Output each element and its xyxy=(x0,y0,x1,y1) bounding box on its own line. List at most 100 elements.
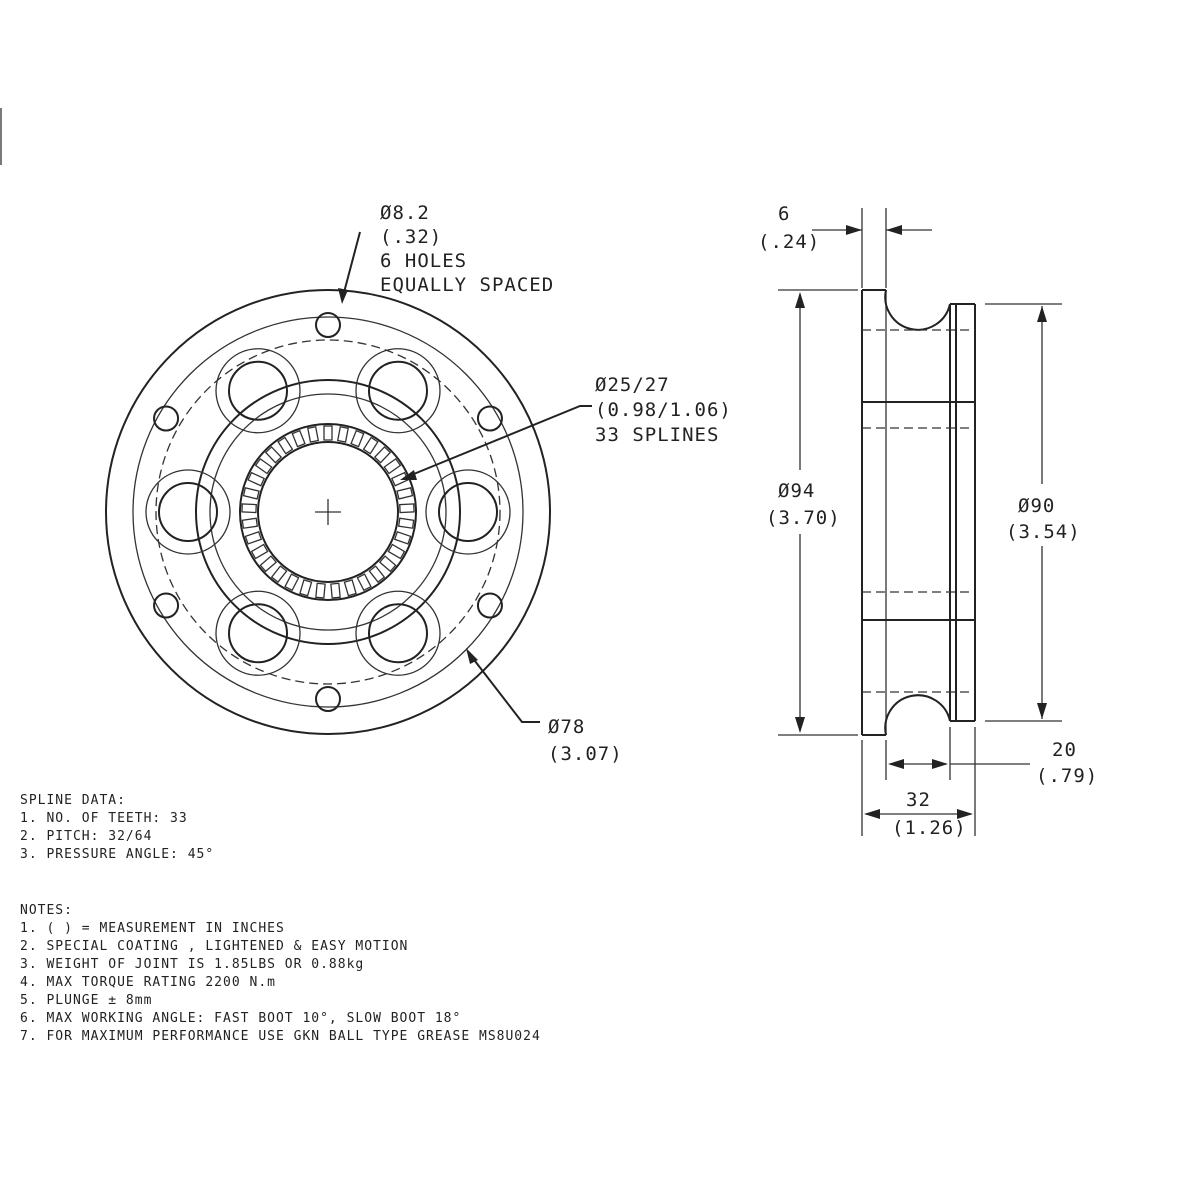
spline-tooth xyxy=(393,530,412,545)
top-groove-arc xyxy=(884,289,951,331)
hole-callout-line-1: Ø8.2 xyxy=(380,202,430,224)
bottom-groove-arc xyxy=(884,694,951,736)
spline-tooth xyxy=(397,517,415,529)
notes-block: NOTES: 1. ( ) = MEASUREMENT IN INCHES 2.… xyxy=(20,903,541,1044)
left-height-value: Ø94 xyxy=(778,480,815,502)
dim-top-arrow-right xyxy=(886,225,902,235)
bolt-hole xyxy=(476,592,503,619)
ball-pocket-outer xyxy=(355,348,441,434)
right-width-inches: (.79) xyxy=(1036,765,1098,787)
hole-leader xyxy=(341,231,361,301)
spline-tooth xyxy=(356,573,372,592)
dim-top-arrow-left xyxy=(846,225,862,235)
right-height-value: Ø90 xyxy=(1018,495,1055,517)
spline-tooth xyxy=(241,503,257,514)
ball-pockets xyxy=(145,348,511,676)
inner-ring-circle xyxy=(209,393,447,631)
spline-tooth xyxy=(378,555,397,573)
left-height-inches: (3.70) xyxy=(766,507,841,529)
bolt-hole xyxy=(153,592,180,619)
dim-bottom-arrow-right xyxy=(957,809,973,819)
spline-tooth xyxy=(250,543,269,560)
spline-tooth xyxy=(330,582,341,599)
bolt-holes xyxy=(153,312,503,712)
spline-outer-circle xyxy=(239,423,417,601)
spline-tooth xyxy=(362,436,379,455)
spline-tooth xyxy=(383,457,402,475)
ball-pocket-outer xyxy=(425,469,511,555)
spline-leader xyxy=(403,405,592,479)
spline-tooth xyxy=(284,573,300,592)
spline-tooth xyxy=(291,429,306,448)
bolt-hole xyxy=(315,312,341,338)
spline-data-item-3: 3. PRESSURE ANGLE: 45° xyxy=(20,847,214,862)
spline-tooth xyxy=(323,425,333,441)
bolt-hole xyxy=(315,686,341,712)
ball-pocket xyxy=(158,482,218,542)
dim-mid-arrow-left xyxy=(888,759,904,769)
spline-tooth xyxy=(241,517,259,529)
right-height-inches: (3.54) xyxy=(1006,521,1081,543)
outer-callout-line-1: Ø78 xyxy=(548,716,585,738)
top-width-value: 6 xyxy=(778,203,790,225)
ball-pocket xyxy=(368,603,428,664)
bolt-hole xyxy=(153,405,180,432)
note-item-7: 7. FOR MAXIMUM PERFORMANCE USE GKN BALL … xyxy=(20,1029,541,1044)
ball-pocket xyxy=(228,603,288,664)
spline-tooth xyxy=(259,555,278,573)
ball-pocket-outer xyxy=(355,590,441,676)
spline-tooth xyxy=(270,565,288,583)
spline-tooth xyxy=(299,579,313,597)
hole-leader-arrow xyxy=(338,288,348,304)
spline-callout-line-2: (0.98/1.06) xyxy=(595,399,732,421)
ball-pocket xyxy=(228,360,288,421)
spline-tooth xyxy=(350,429,365,448)
ball-pocket-outer xyxy=(215,590,301,676)
ball-pocket-outer xyxy=(145,469,231,555)
spline-tooth xyxy=(368,565,386,583)
side-view: 6 (.24) Ø94 (3.70) Ø90 (3.54) 20 (.79) 3… xyxy=(758,203,1098,839)
spline-leader-arrow xyxy=(400,470,417,480)
spline-tooth xyxy=(254,457,273,475)
ball-pocket xyxy=(368,360,428,421)
spline-tooth xyxy=(343,579,357,597)
ball-pocket-outer xyxy=(215,348,301,434)
note-item-1: 1. ( ) = MEASUREMENT IN INCHES xyxy=(20,921,285,936)
bolt-circle xyxy=(132,316,524,708)
spline-teeth xyxy=(241,425,415,599)
dim-mid-arrow-right xyxy=(932,759,948,769)
dim-left-arrow-top xyxy=(795,292,805,308)
note-item-5: 5. PLUNGE ± 8mm xyxy=(20,993,152,1008)
spline-tooth xyxy=(336,426,349,443)
note-item-4: 4. MAX TORQUE RATING 2200 N.m xyxy=(20,975,276,990)
note-item-6: 6. MAX WORKING ANGLE: FAST BOOT 10°, SLO… xyxy=(20,1011,461,1026)
outer-leader-arrow xyxy=(466,648,478,664)
spline-data-block: SPLINE DATA: 1. NO. OF TEETH: 33 2. PITC… xyxy=(20,793,214,862)
ball-pocket xyxy=(438,482,498,542)
outer-flange-circle xyxy=(105,289,551,735)
outer-leader xyxy=(467,651,540,723)
spline-data-item-1: 1. NO. OF TEETH: 33 xyxy=(20,811,188,826)
inner-body-circle xyxy=(195,379,461,645)
dim-bottom-arrow-left xyxy=(864,809,880,819)
spline-tooth xyxy=(277,436,294,455)
dim-right-arrow-bottom xyxy=(1037,703,1047,719)
bolt-hole xyxy=(476,405,503,432)
spline-tooth xyxy=(244,530,263,545)
bottom-width-inches: (1.26) xyxy=(892,817,967,839)
spline-tooth xyxy=(307,426,320,443)
spline-callout-line-3: 33 SPLINES xyxy=(595,424,719,446)
note-item-2: 2. SPECIAL COATING , LIGHTENED & EASY MO… xyxy=(20,939,408,954)
spline-tooth xyxy=(247,471,266,487)
spline-tooth xyxy=(387,543,406,560)
outer-callout-line-2: (3.07) xyxy=(548,743,623,765)
note-item-3: 3. WEIGHT OF JOINT IS 1.85LBS OR 0.88kg xyxy=(20,957,364,972)
spline-tooth xyxy=(242,487,260,500)
hole-callout-line-2: (.32) xyxy=(380,226,442,248)
bottom-width-value: 32 xyxy=(906,789,931,811)
right-width-value: 20 xyxy=(1052,739,1077,761)
spline-data-item-2: 2. PITCH: 32/64 xyxy=(20,829,152,844)
hole-callout-line-3: 6 HOLES xyxy=(380,250,467,272)
spline-data-heading: SPLINE DATA: xyxy=(20,793,126,808)
